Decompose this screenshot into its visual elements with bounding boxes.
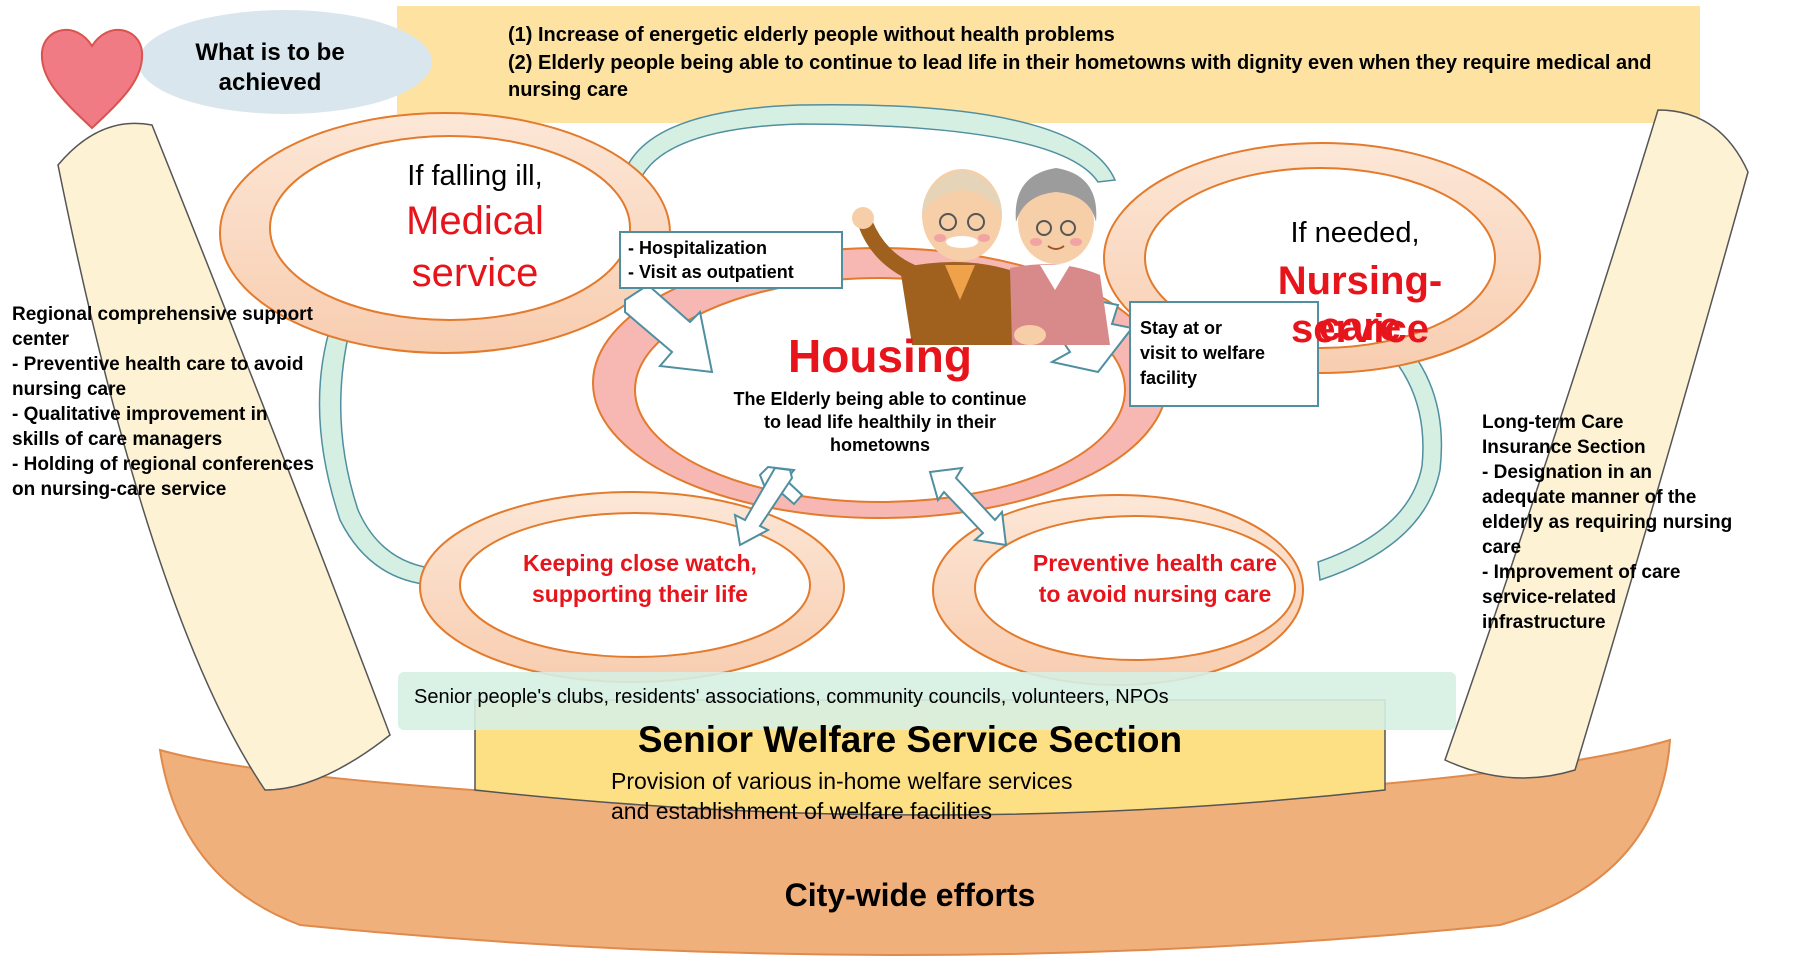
hospitalization-box — [619, 231, 843, 289]
right-panel-item: - Designation in an adequate manner of t… — [1482, 462, 1733, 558]
nursing-title-line2: service — [1291, 307, 1429, 351]
left-panel-title: Regional comprehensive support center — [12, 304, 313, 350]
watch-label: Keeping close watch, supporting their li… — [523, 550, 757, 607]
goal-line-1: (1) Increase of energetic elderly people… — [508, 24, 1115, 46]
right-panel-shape — [1444, 109, 1749, 779]
left-panel-shape — [57, 122, 391, 791]
watch-ring-inner — [459, 512, 811, 658]
right-panel-item: - Improvement of care service-related in… — [1482, 562, 1681, 633]
heart-icon — [40, 28, 144, 130]
nursing-title-line1: Nursing-care — [1277, 259, 1443, 349]
medical-ring-inner — [269, 135, 631, 321]
goal-badge — [138, 10, 432, 114]
senior-section-description: Provision of various in-home welfare ser… — [611, 768, 1073, 824]
goal-line-2: (2) Elderly people being able to continu… — [508, 52, 1652, 101]
welfare-facility-box — [1129, 301, 1319, 407]
left-panel-item: - Qualitative improvement in skills of c… — [12, 404, 268, 450]
medical-prefix: If falling ill, — [407, 160, 543, 192]
right-panel-title: Long-term Care Insurance Section — [1482, 412, 1646, 458]
arrow-housing-preventive — [928, 466, 1008, 547]
left-panel-item: - Preventive health care to avoid nursin… — [12, 354, 304, 400]
senior-section-title: Senior Welfare Service Section — [637, 719, 1183, 760]
medical-title-line1: Medical — [406, 199, 544, 243]
community-band — [398, 672, 1456, 730]
medical-title-line2: service — [411, 251, 539, 295]
arrow-housing-watch-2 — [733, 466, 794, 547]
right-panel-text: Long-term Care Insurance Section - Desig… — [1482, 410, 1802, 635]
nursing-prefix: If needed, — [1290, 217, 1420, 249]
goal-badge-label: What is to be achieved — [195, 39, 345, 96]
preventive-ring-inner — [974, 515, 1296, 661]
community-label: Senior people's clubs, residents' associ… — [414, 686, 1169, 708]
housing-description: The Elderly being able to continue to le… — [733, 389, 1027, 455]
welfare-facility-label: Stay at or visit to welfare facility — [1140, 318, 1266, 388]
arrow-medical-to-housing — [624, 283, 714, 374]
housing-title: Housing — [788, 330, 972, 382]
hospitalization-label: - Hospitalization - Visit as outpatient — [628, 238, 794, 282]
arrow-medical-to-nursing — [621, 103, 1117, 183]
left-panel-text: Regional comprehensive support center - … — [12, 302, 412, 502]
arrow-right-loop — [1317, 350, 1443, 582]
city-wide-label: City-wide efforts — [784, 877, 1036, 913]
left-panel-item: - Holding of regional conferences on nur… — [12, 454, 314, 500]
elderly-couple-illustration — [852, 168, 1110, 345]
goal-band — [397, 6, 1700, 123]
preventive-label: Preventive health care to avoid nursing … — [1032, 550, 1278, 607]
